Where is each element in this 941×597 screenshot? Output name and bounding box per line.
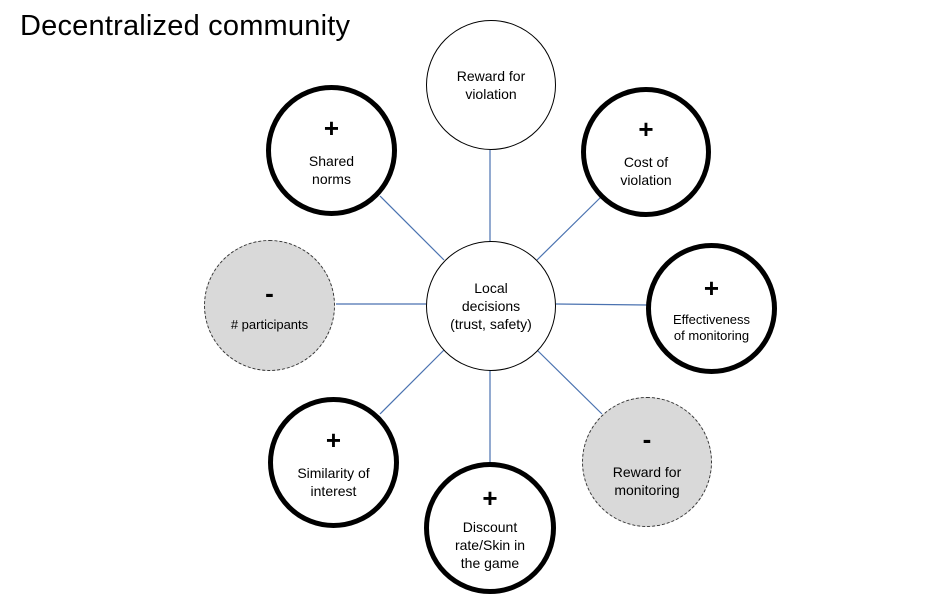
sign-plus: +	[323, 112, 340, 143]
sign-plus: +	[325, 424, 342, 455]
node-shared-norms: + Shared norms	[266, 85, 397, 216]
node-discount-rate: + Discount rate/Skin in the game	[424, 462, 556, 594]
sign-plus: +	[482, 483, 498, 513]
node-reward-for-violation: Reward for violation	[426, 20, 556, 150]
link-similarity	[379, 349, 445, 415]
sign-minus: -	[642, 424, 652, 454]
node-effectiveness-of-monitoring: + Effectiveness of monitoring	[646, 243, 777, 374]
page-title: Decentralized community	[20, 10, 351, 42]
node-label: # participants	[230, 316, 309, 332]
node-participants: - # participants	[204, 240, 335, 371]
link-cost-violation	[536, 195, 603, 261]
node-similarity-of-interest: + Similarity of interest	[268, 397, 399, 528]
node-label: Reward for monitoring	[612, 464, 682, 498]
link-effectiveness	[555, 303, 649, 306]
link-shared-norms	[379, 195, 445, 261]
sign-plus: +	[703, 272, 720, 303]
node-reward-for-monitoring: - Reward for monitoring	[582, 397, 712, 527]
node-label: Reward for violation	[456, 68, 526, 102]
node-label: Similarity of interest	[297, 464, 370, 499]
sign-minus: -	[265, 277, 274, 308]
node-label: Shared norms	[308, 152, 355, 187]
node-local-decisions: Local decisions (trust, safety)	[426, 241, 556, 371]
node-label: Local decisions (trust, safety)	[450, 280, 532, 332]
node-label: Cost of violation	[620, 154, 672, 188]
link-reward-monitoring	[536, 349, 603, 415]
sign-plus: +	[638, 114, 654, 144]
node-label: Effectiveness of monitoring	[672, 311, 751, 343]
node-label: Discount rate/Skin in the game	[454, 519, 526, 571]
node-cost-of-violation: + Cost of violation	[581, 87, 711, 217]
